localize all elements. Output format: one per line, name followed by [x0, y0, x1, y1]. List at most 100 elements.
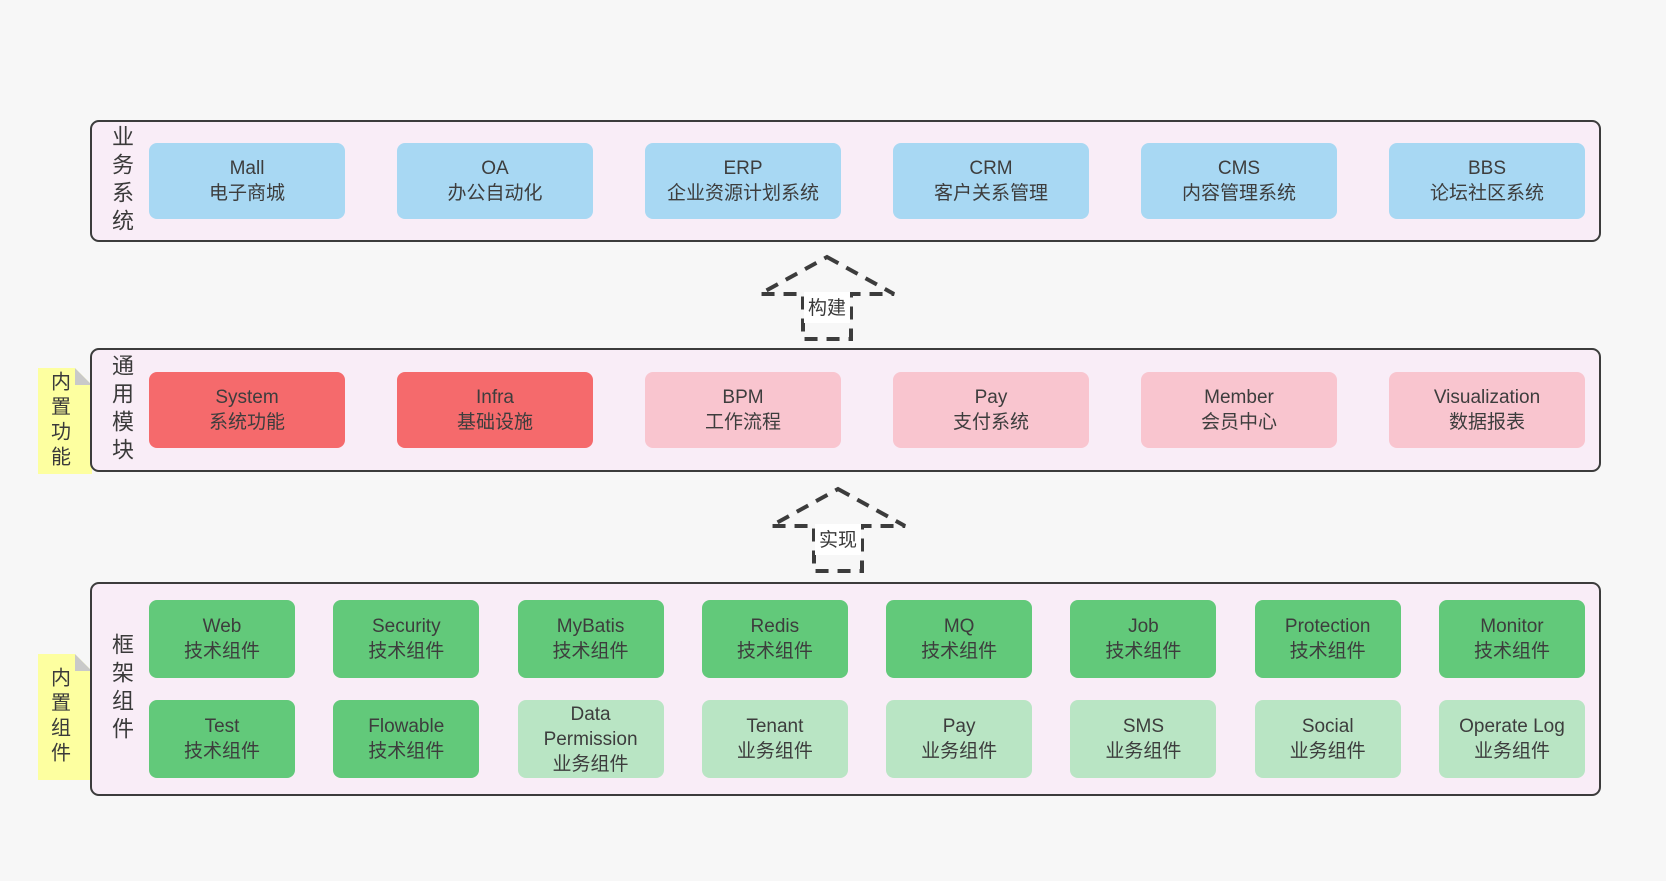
arch-box-pay: Pay 业务组件 — [886, 700, 1033, 778]
arch-box-tenant: Tenant 业务组件 — [701, 700, 848, 778]
box-title: Flowable — [368, 716, 445, 737]
sticky-note-built-in-components: 内置组件 — [38, 654, 92, 780]
arch-box-mall: Mall 电子商城 — [149, 143, 345, 219]
box-title: Social — [1301, 716, 1354, 737]
box-title: Protection — [1284, 616, 1371, 637]
sticky-label: 内置功能 — [47, 371, 70, 471]
box-title: Infra — [475, 387, 515, 408]
box-title: Monitor — [1480, 616, 1544, 637]
box-subtitle: 业务组件 — [1289, 741, 1366, 762]
box-subtitle: 数据报表 — [1448, 412, 1525, 433]
arch-box-job: Job 技术组件 — [1070, 600, 1217, 678]
arch-box-pay: Pay 支付系统 — [893, 372, 1089, 448]
box-title: Operate Log — [1459, 716, 1565, 737]
box-subtitle: 支付系统 — [952, 412, 1029, 433]
up-arrow-icon — [759, 254, 895, 341]
box-title: Data Permission — [543, 703, 638, 750]
box-subtitle: 业务组件 — [1105, 741, 1182, 762]
arch-box-data-permission: Data Permission 业务组件 — [517, 700, 664, 778]
box-title: OA — [481, 158, 509, 179]
arch-box-system: System 系统功能 — [149, 372, 345, 448]
arch-box-test: Test 技术组件 — [149, 700, 295, 778]
box-subtitle: 技术组件 — [736, 641, 813, 662]
box-subtitle: 技术组件 — [368, 641, 445, 662]
arch-box-visualization: Visualization 数据报表 — [1389, 372, 1585, 448]
box-subtitle: 基础设施 — [456, 412, 533, 433]
box-subtitle: 工作流程 — [704, 412, 781, 433]
arch-box-bpm: BPM 工作流程 — [645, 372, 841, 448]
arch-box-security: Security 技术组件 — [333, 600, 480, 678]
box-subtitle: 技术组件 — [1473, 641, 1550, 662]
arch-box-member: Member 会员中心 — [1141, 372, 1337, 448]
box-title: ERP — [723, 158, 763, 179]
box-subtitle: 系统功能 — [208, 412, 285, 433]
arch-box-monitor: Monitor 技术组件 — [1438, 600, 1585, 678]
arrow-label: 实现 — [814, 524, 862, 555]
band-label: 框架组件 — [109, 633, 134, 745]
box-title: BPM — [722, 387, 764, 408]
box-subtitle: 技术组件 — [552, 641, 629, 662]
box-title: Test — [204, 716, 240, 737]
box-title: Pay — [974, 387, 1008, 408]
box-subtitle: 技术组件 — [183, 641, 260, 662]
box-subtitle: 会员中心 — [1200, 412, 1277, 433]
box-subtitle: 办公自动化 — [447, 183, 543, 204]
box-subtitle: 内容管理系统 — [1181, 183, 1296, 204]
arch-box-social: Social 业务组件 — [1254, 700, 1401, 778]
box-subtitle: 业务组件 — [736, 741, 813, 762]
arch-box-infra: Infra 基础设施 — [397, 372, 593, 448]
arch-box-flowable: Flowable 技术组件 — [333, 700, 480, 778]
box-title: BBS — [1467, 158, 1507, 179]
box-title: Pay — [942, 716, 976, 737]
box-subtitle: 技术组件 — [921, 641, 998, 662]
sticky-note-built-in-features: 内置功能 — [38, 368, 92, 474]
box-title: Tenant — [746, 716, 804, 737]
band-common-modules: 通用模块 System 系统功能 Infra 基础设施 BPM 工作流程 Pay 支付系统 Me… — [90, 348, 1601, 472]
box-title: MQ — [943, 616, 975, 637]
box-title: Redis — [750, 616, 800, 637]
box-title: Member — [1204, 387, 1274, 408]
box-title: MyBatis — [556, 616, 625, 637]
box-title: Web — [202, 616, 242, 637]
box-subtitle: 企业资源计划系统 — [666, 183, 819, 204]
box-subtitle: 业务组件 — [552, 753, 629, 775]
arrow-label: 构建 — [803, 292, 851, 323]
box-title: System — [215, 387, 279, 408]
band-boxes: System 系统功能 Infra 基础设施 BPM 工作流程 Pay 支付系统 Member 会… — [149, 350, 1585, 470]
arch-box-web: Web 技术组件 — [149, 600, 295, 678]
box-title: Security — [371, 616, 441, 637]
box-subtitle: 业务组件 — [921, 741, 998, 762]
dashed-up-arrow-implement: 实现 — [768, 486, 908, 574]
arch-box-mq: MQ 技术组件 — [886, 600, 1033, 678]
box-title: SMS — [1122, 716, 1164, 737]
sticky-label: 内置组件 — [47, 667, 70, 767]
box-title: CMS — [1217, 158, 1261, 179]
dashed-up-arrow-build: 构建 — [757, 254, 897, 342]
box-subtitle: 技术组件 — [368, 741, 445, 762]
arch-box-bbs: BBS 论坛社区系统 — [1389, 143, 1585, 219]
box-subtitle: 技术组件 — [183, 741, 260, 762]
arch-box-sms: SMS 业务组件 — [1070, 700, 1217, 778]
box-title: Visualization — [1433, 387, 1541, 408]
band-label: 通用模块 — [109, 354, 134, 466]
box-subtitle: 论坛社区系统 — [1429, 183, 1544, 204]
box-subtitle: 电子商城 — [208, 183, 285, 204]
arch-box-redis: Redis 技术组件 — [701, 600, 848, 678]
box-title: Job — [1128, 616, 1159, 637]
box-subtitle: 技术组件 — [1105, 641, 1182, 662]
up-arrow-icon — [770, 486, 906, 573]
box-title: Mall — [229, 158, 265, 179]
arch-box-oa: OA 办公自动化 — [397, 143, 593, 219]
arch-box-mybatis: MyBatis 技术组件 — [517, 600, 664, 678]
band-row: System 系统功能 Infra 基础设施 BPM 工作流程 Pay 支付系统 Member 会… — [149, 372, 1585, 448]
